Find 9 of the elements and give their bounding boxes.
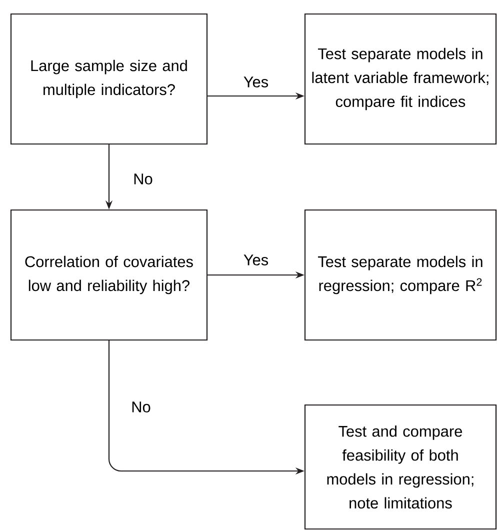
edge-label: Yes (242, 254, 270, 266)
decision-box: Correlation of covariates low and reliability high? (10, 209, 208, 341)
edge-label: Yes (242, 76, 270, 88)
edge-label: No (130, 400, 152, 414)
edge-label: No (132, 172, 154, 186)
outcome-box: Test separate models in regression; compare R$^{2}$ (304, 209, 497, 341)
outcome-box: Test and compare feasibility of both models in regression; note limitations (304, 404, 497, 530)
decision-box: Large sample size and multiple indicators? (10, 13, 208, 145)
outcome-box: Test separate models in latent variable framework; compare fit indices (304, 13, 497, 145)
